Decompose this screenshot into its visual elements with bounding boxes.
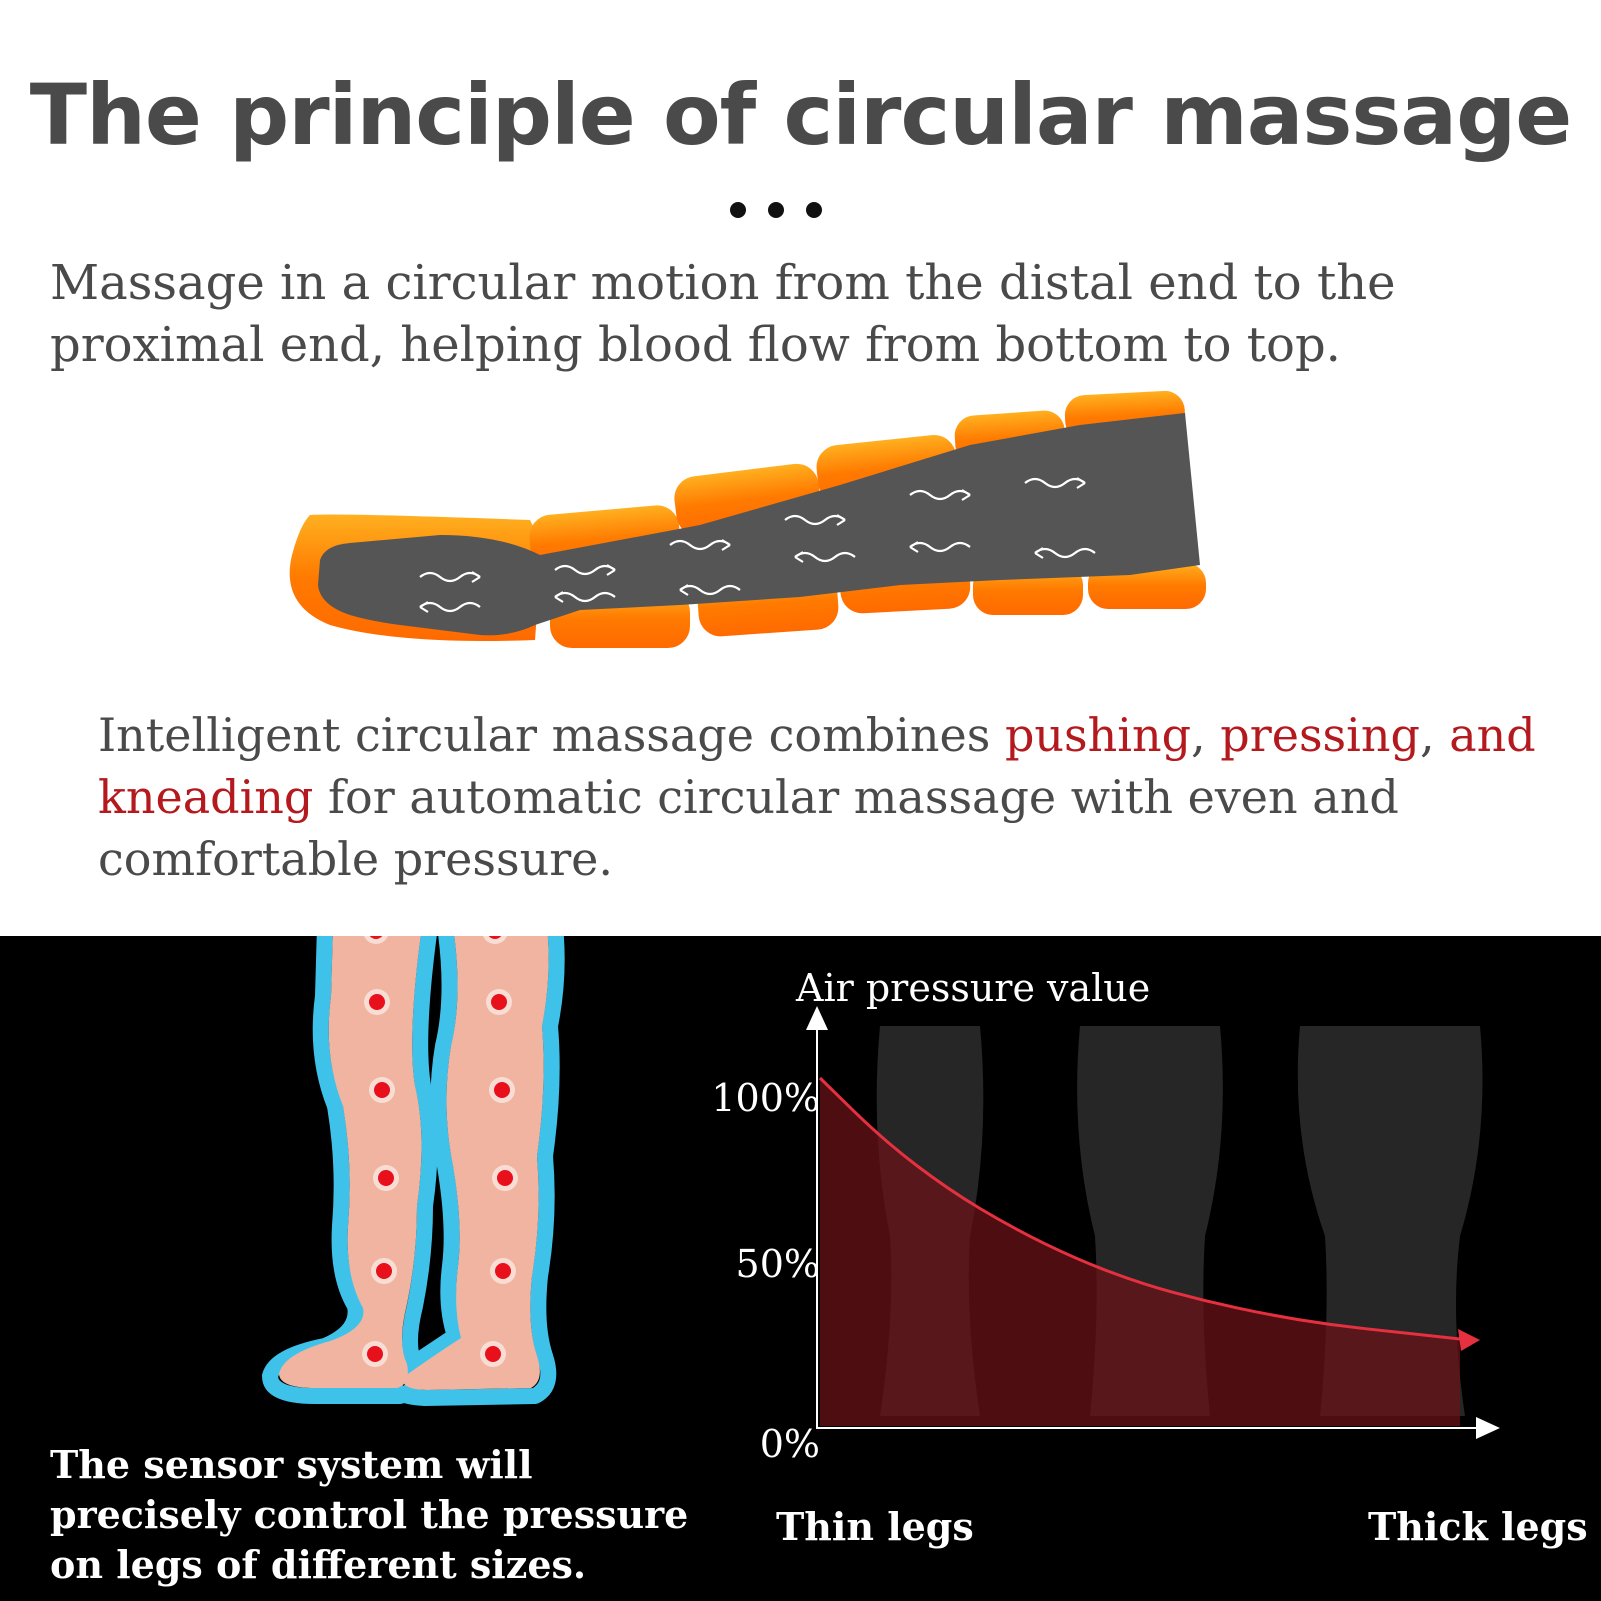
leg-silhouette-icon xyxy=(318,413,1200,636)
pressure-curve xyxy=(818,1076,1461,1341)
leg-massage-illustration xyxy=(289,390,1206,648)
y-tick-100: 100% xyxy=(711,1076,820,1120)
x-axis-arrow-icon xyxy=(1476,1417,1500,1439)
sensor-dots-icon xyxy=(362,936,518,1367)
highlight-pushing: pushing xyxy=(1004,708,1192,762)
pressure-area xyxy=(820,1078,1460,1426)
intro-text: Massage in a circular motion from the di… xyxy=(50,255,1396,373)
curve-arrowhead-icon xyxy=(1458,1329,1480,1351)
bottom-section: The sensor system will precisely control… xyxy=(0,936,1601,1601)
highlight-kneading: and kneading xyxy=(98,708,1536,824)
x-label-thin: Thin legs xyxy=(776,1504,974,1549)
description-text: Intelligent circular massage combines pu… xyxy=(98,708,1536,886)
flow-arrows-icon xyxy=(419,477,1096,613)
page-title: The principle of circular massage xyxy=(29,66,1572,164)
y-tick-0: 0% xyxy=(759,1422,820,1466)
ellipsis-dots-icon xyxy=(728,202,828,224)
pressure-chart xyxy=(806,1006,1500,1439)
legs-sensor-illustration xyxy=(262,936,565,1406)
x-label-thick: Thick legs xyxy=(1368,1504,1588,1549)
sensor-sleeve-icon xyxy=(262,936,565,1406)
y-tick-50: 50% xyxy=(735,1242,820,1286)
y-axis-label: Air pressure value xyxy=(796,966,1151,1010)
sensor-description: The sensor system will precisely control… xyxy=(50,1442,689,1587)
highlight-pressing: pressing xyxy=(1220,708,1420,762)
top-section: The principle of circular massage Massag… xyxy=(29,66,1573,886)
y-axis-arrow-icon xyxy=(806,1006,828,1030)
